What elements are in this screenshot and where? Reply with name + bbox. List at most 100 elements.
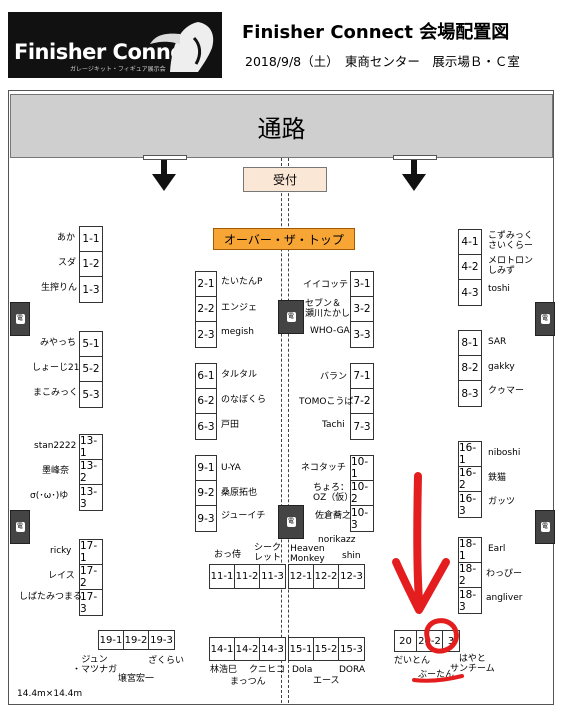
booth[interactable]: 4-3	[461, 286, 479, 299]
featured-booth: オーバー・ザ・トップ	[213, 228, 355, 250]
booth[interactable]: 9-2	[196, 481, 216, 506]
booth[interactable]: 12-1	[289, 565, 314, 588]
exhibitor-name: ガッツ	[488, 497, 516, 507]
booth[interactable]: 16-2	[459, 467, 481, 492]
exhibitor-name: TOMOこうば	[299, 397, 354, 407]
booth[interactable]: 15-1	[289, 638, 314, 660]
booth[interactable]: 7-1	[351, 364, 373, 389]
booth-group-12: 12-1 12-2 12-3	[288, 564, 365, 589]
booth-group-3: 3-1 3-2 3-3	[350, 271, 374, 348]
booth[interactable]: 7-3	[353, 420, 371, 433]
booth[interactable]: 8-1	[459, 331, 481, 356]
booth[interactable]: 8-3	[461, 387, 479, 400]
booth[interactable]: 5-3	[82, 388, 100, 401]
exhibitor-name: gakky	[488, 362, 515, 372]
exhibitor-name: ちょろ： OZ（仮）	[313, 483, 354, 503]
booth[interactable]: 11-3	[261, 571, 284, 582]
exhibitor-name: ジューイチ	[221, 511, 266, 521]
booth-group-18: 18-1 18-2 18-3	[458, 537, 482, 614]
booth[interactable]: 5-2	[80, 357, 102, 382]
booth[interactable]: 6-2	[196, 389, 216, 414]
booth[interactable]: 19-3	[150, 634, 173, 646]
booth[interactable]: 17-1	[80, 540, 102, 565]
exhibitor-name: タルタル	[221, 370, 258, 380]
exhibitor-name: 壌宮宏一	[118, 674, 155, 684]
booth[interactable]: 19-2	[124, 631, 149, 649]
exhibitor-name: しばたみつまる	[19, 592, 83, 602]
booth[interactable]: 8-2	[459, 356, 481, 381]
booth[interactable]: 4-2	[459, 255, 481, 280]
exhibitor-name: ネコタッチ	[301, 463, 346, 473]
pillar: 電	[278, 505, 304, 539]
booth-group-13: 13-1 13-2 13-3	[79, 434, 103, 511]
exhibitor-name: 戸田	[221, 420, 240, 430]
booth[interactable]: 17-2	[80, 565, 102, 590]
exhibitor-name: stan2222	[34, 441, 77, 451]
exhibitor-name: イイコッテ	[303, 280, 349, 290]
exhibitor-name: レイス	[48, 571, 75, 581]
reception-desk: 受付	[243, 167, 327, 192]
booth[interactable]: 3	[447, 635, 455, 647]
booth[interactable]: 14-1	[210, 638, 235, 660]
booth[interactable]: 10-2	[351, 481, 373, 506]
entrance-arrow-right-icon	[402, 160, 426, 191]
exhibitor-name: Heaven Monkey	[290, 544, 325, 564]
booth[interactable]: 18-2	[459, 563, 481, 588]
booth[interactable]: 13-3	[80, 485, 98, 510]
booth[interactable]: 15-3	[340, 643, 363, 655]
booth[interactable]: 9-1	[196, 456, 216, 481]
booth[interactable]: 2-2	[196, 297, 216, 322]
booth[interactable]: 17-3	[80, 590, 98, 615]
booth-group-8: 8-1 8-2 8-3	[458, 330, 482, 407]
booth[interactable]: 7-2	[351, 389, 373, 414]
pillar: 電	[10, 510, 30, 544]
booth-group-4: 4-1 4-2 4-3	[458, 229, 482, 306]
booth[interactable]: 13-2	[80, 460, 102, 485]
booth[interactable]: 4-1	[459, 230, 481, 255]
booth[interactable]: 2-1	[196, 272, 216, 297]
door-right	[393, 155, 437, 160]
booth-group-11: 11-1 11-2 11-3	[209, 564, 286, 589]
booth[interactable]: 2-3	[197, 328, 215, 341]
booth[interactable]: 19-1	[99, 631, 124, 649]
booth[interactable]: 16-3	[459, 492, 477, 517]
booth[interactable]: 10-3	[351, 506, 369, 531]
booth[interactable]: 6-3	[197, 420, 215, 433]
booth[interactable]: 6-1	[196, 364, 216, 389]
exhibitor-name: 生搾りん	[41, 283, 78, 293]
booth[interactable]: 3-1	[351, 272, 373, 297]
exhibitor-name: クゥマー	[488, 386, 525, 396]
booth[interactable]: 1-2	[80, 252, 102, 277]
booth[interactable]: 5-1	[80, 332, 102, 357]
booth[interactable]: 3-3	[353, 328, 371, 341]
aisle: 通路	[10, 94, 553, 158]
booth-group-15: 15-1 15-2 15-3	[288, 637, 365, 661]
exhibitor-name: 佐倉蕎之	[315, 511, 352, 521]
exhibitor-name: はやと サンチーム	[450, 654, 495, 674]
exhibitor-name: norikazz	[318, 535, 356, 545]
highlight-arrow-annotation	[392, 472, 464, 683]
booth[interactable]: 1-1	[80, 227, 102, 252]
booth[interactable]: 20	[395, 631, 417, 651]
booth[interactable]: 14-2	[235, 638, 260, 660]
booth[interactable]: 12-2	[314, 565, 339, 588]
booth[interactable]: 12-3	[340, 571, 363, 582]
booth[interactable]: 10-1	[351, 456, 373, 481]
booth[interactable]: 18-3	[459, 588, 477, 613]
booth[interactable]: 16-1	[459, 442, 481, 467]
booth-group-9: 9-1 9-2 9-3	[195, 455, 217, 532]
scale-label: 14.4m×14.4m	[17, 689, 83, 699]
booth-group-14: 14-1 14-2 14-3	[209, 637, 286, 661]
exhibitor-name: こずみっく さいくらー	[488, 231, 534, 251]
exhibitor-name: エンジェ	[221, 303, 258, 313]
booth[interactable]: 9-3	[197, 512, 215, 525]
exhibitor-name: 墨峰奈	[42, 466, 70, 476]
booth[interactable]: 11-2	[235, 565, 260, 588]
booth[interactable]: 15-2	[314, 638, 339, 660]
booth[interactable]: 14-3	[261, 643, 284, 655]
booth[interactable]: 3-2	[351, 297, 373, 322]
booth[interactable]: 11-1	[210, 565, 235, 588]
booth[interactable]: 13-1	[80, 435, 102, 460]
booth[interactable]: 18-1	[459, 538, 481, 563]
booth[interactable]: 1-3	[82, 283, 100, 296]
